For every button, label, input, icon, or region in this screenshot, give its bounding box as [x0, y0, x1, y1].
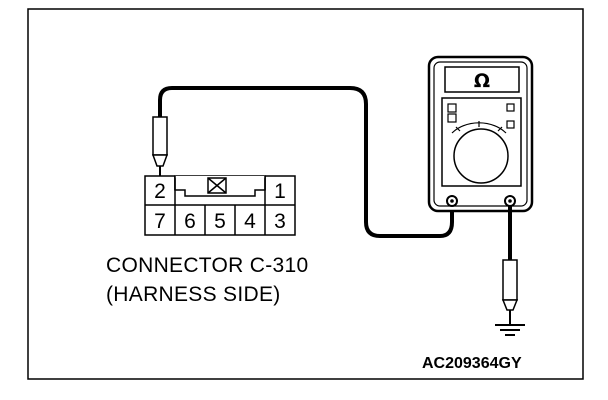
pin-6: 6 [184, 210, 196, 233]
connector-subtitle: (HARNESS SIDE) [106, 283, 281, 306]
pin-4: 4 [244, 210, 256, 233]
ohm-symbol-icon: Ω [474, 70, 490, 92]
meter-display [444, 66, 520, 93]
pin-7: 7 [154, 210, 166, 233]
ground-probe [501, 259, 519, 325]
figure-code: AC209364GY [422, 355, 522, 372]
multimeter: Ω [427, 55, 534, 213]
meter-dial [453, 128, 509, 184]
connector-probe [151, 116, 169, 180]
pin-2: 2 [154, 180, 166, 203]
pin-5: 5 [214, 210, 226, 233]
pin-3: 3 [274, 210, 286, 233]
pin-1: 1 [274, 180, 286, 203]
diagram-border [27, 8, 584, 380]
ground-symbol-icon [495, 324, 525, 336]
connector-c310: 2 1 7 6 5 4 3 [144, 175, 296, 236]
probe-wire [158, 86, 454, 238]
connector-title: CONNECTOR C-310 [106, 254, 309, 277]
